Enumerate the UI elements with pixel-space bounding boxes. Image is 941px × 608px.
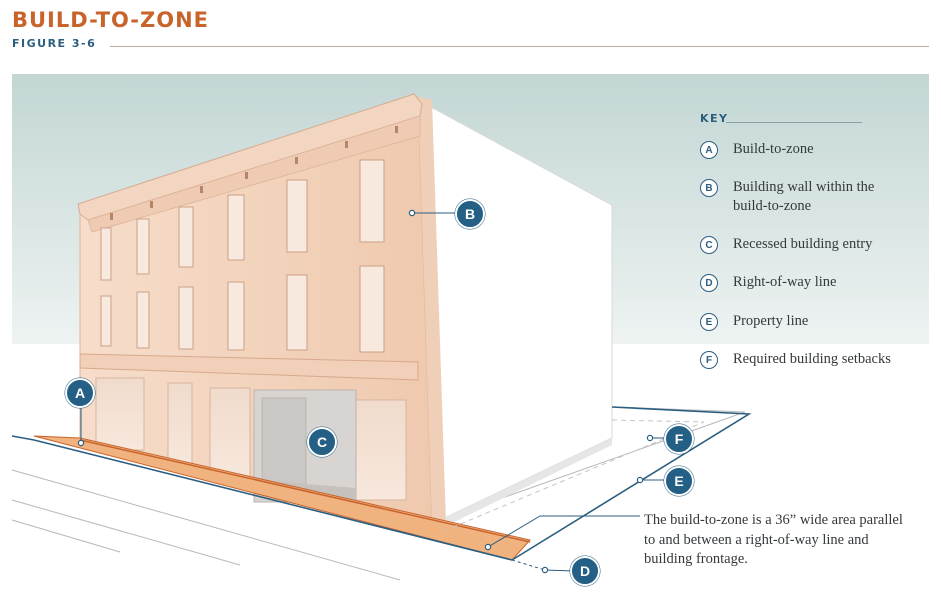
key-item-b: B Building wall within the build-to-zone — [700, 179, 930, 216]
corner-pilaster — [418, 97, 446, 524]
key-label-d: Right-of-way line — [733, 274, 837, 290]
key-title: KEY — [700, 112, 729, 125]
setback-line — [445, 419, 705, 531]
lower-windows — [100, 265, 385, 353]
build-to-zone-strip — [33, 435, 531, 561]
key-label-e: Property line — [733, 313, 809, 329]
key-label-c: Recessed building entry — [733, 236, 873, 252]
callout-b: B — [455, 199, 485, 229]
key-item-a: A Build-to-zone — [700, 141, 930, 159]
figure-number: FIGURE 3-6 — [12, 37, 97, 50]
key-badge-d: D — [700, 274, 718, 292]
key-badge-a: A — [700, 141, 718, 159]
key-item-f: F Required building setbacks — [700, 351, 930, 369]
entry-door — [261, 397, 307, 494]
callout-f: F — [664, 424, 694, 454]
right-of-way-line — [11, 435, 513, 561]
cornice-frieze — [87, 115, 421, 233]
upper-windows — [100, 159, 385, 281]
key-divider — [726, 122, 862, 123]
key-item-d: D Right-of-way line — [700, 274, 930, 292]
zone-caption: The build-to-zone is a 36” wide area par… — [644, 512, 903, 567]
callout-e: E — [664, 466, 694, 496]
building-frontage-line — [79, 439, 531, 543]
cornice-brackets — [110, 126, 398, 220]
storefront-panels — [95, 377, 407, 501]
side-wall-shadow — [432, 438, 612, 526]
key-item-e: E Property line — [700, 313, 930, 331]
storefront-band — [79, 353, 419, 381]
callout-d: D — [570, 556, 600, 586]
key-badge-e: E — [700, 313, 718, 331]
key-badge-c: C — [700, 236, 718, 254]
leader-dots — [77, 209, 654, 574]
key-badge-b: B — [700, 179, 718, 197]
key-badge-f: F — [700, 351, 718, 369]
callout-c: C — [307, 427, 337, 457]
key-label-a: Build-to-zone — [733, 141, 814, 157]
key-label-f: Required building setbacks — [733, 351, 891, 367]
key-label-b: Building wall within the build-to-zone — [733, 179, 875, 214]
right-of-way-extension — [511, 559, 546, 571]
figure-title: BUILD-TO-ZONE — [12, 8, 209, 32]
callout-a: A — [65, 378, 95, 408]
title-divider — [110, 46, 929, 47]
property-line — [511, 406, 752, 561]
key-item-c: C Recessed building entry — [700, 236, 930, 254]
